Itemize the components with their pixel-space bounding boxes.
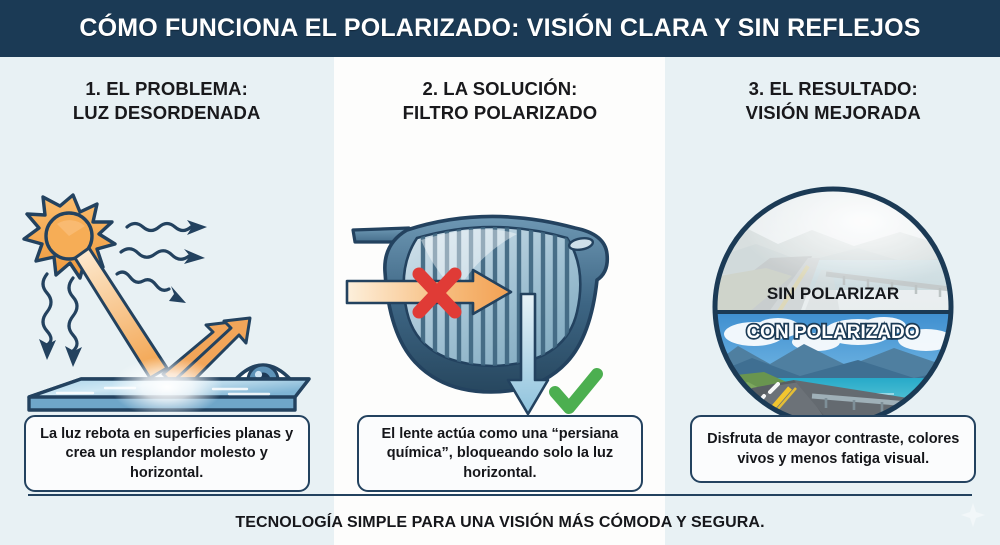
downward-wavy-rays [41, 272, 79, 353]
caption-problema: La luz rebota en superficies planas y cr… [23, 415, 310, 492]
footer-bar: TECNOLOGÍA SIMPLE PARA UNA VISIÓN MÁS CÓ… [0, 500, 1000, 545]
green-check-icon [548, 368, 603, 415]
column-title-problema: 1. EL PROBLEMA: LUZ DESORDENADA [73, 77, 261, 125]
photo-content [715, 189, 952, 426]
column-title-problema-line2: LUZ DESORDENADA [72, 102, 261, 124]
column-resultado: 3. EL RESULTADO: VISIÓN MEJORADA [667, 57, 1000, 487]
captions-row: La luz rebota en superficies planas y cr… [0, 415, 1000, 495]
footer-divider [28, 494, 972, 496]
vertical-light-beam [506, 292, 550, 416]
illustration-problema [0, 127, 333, 487]
downward-ray-arrowheads [38, 339, 82, 368]
caption-resultado: Disfruta de mayor contraste, colores viv… [690, 415, 977, 483]
column-title-resultado-line1: 3. EL RESULTADO: [748, 78, 918, 99]
columns-container: 1. EL PROBLEMA: LUZ DESORDENADA [0, 57, 1000, 487]
column-title-solucion-line2: FILTRO POLARIZADO [402, 102, 598, 124]
sun-glare-diagram [21, 193, 311, 418]
illustration-solucion [333, 127, 666, 487]
caption-slot-resultado: Disfruta de mayor contraste, colores viv… [667, 415, 1000, 495]
caption-solucion: El lente actúa como una “persiana químic… [356, 415, 643, 492]
column-title-resultado-line2: VISIÓN MEJORADA [745, 102, 921, 124]
sparkle-watermark-icon [961, 503, 985, 527]
wavy-ray-arrowheads [168, 220, 207, 304]
header-bar: CÓMO FUNCIONA EL POLARIZADO: VISIÓN CLAR… [0, 0, 1000, 57]
label-sin-polarizar: SIN POLARIZAR [767, 284, 899, 303]
polarized-lens-diagram [345, 214, 610, 416]
footer-tagline: TECNOLOGÍA SIMPLE PARA UNA VISIÓN MÁS CÓ… [235, 513, 765, 531]
caption-slot-problema: La luz rebota en superficies planas y cr… [0, 415, 333, 495]
column-title-resultado: 3. EL RESULTADO: VISIÓN MEJORADA [746, 77, 921, 125]
column-title-problema-line1: 1. EL PROBLEMA: [85, 78, 248, 99]
hinge-stud [567, 237, 594, 252]
illustration-resultado: SIN POLARIZAR CON POLARIZADO [667, 127, 1000, 487]
caption-slot-solucion: El lente actúa como una “persiana químic… [333, 415, 666, 495]
column-solucion: 2. LA SOLUCIÓN: FILTRO POLARIZADO [333, 57, 666, 487]
column-problema: 1. EL PROBLEMA: LUZ DESORDENADA [0, 57, 333, 487]
page-title: CÓMO FUNCIONA EL POLARIZADO: VISIÓN CLAR… [79, 14, 921, 42]
label-con-polarizado: CON POLARIZADO [747, 322, 920, 343]
red-x-icon [412, 267, 462, 319]
column-title-solucion: 2. LA SOLUCIÓN: FILTRO POLARIZADO [403, 77, 598, 125]
glare-flash [110, 357, 223, 418]
comparison-photo-circle: SIN POLARIZAR CON POLARIZADO [712, 186, 954, 428]
column-title-solucion-line1: 2. LA SOLUCIÓN: [422, 78, 578, 99]
comparison-divider [715, 310, 952, 315]
wavy-ray-group [115, 221, 193, 292]
